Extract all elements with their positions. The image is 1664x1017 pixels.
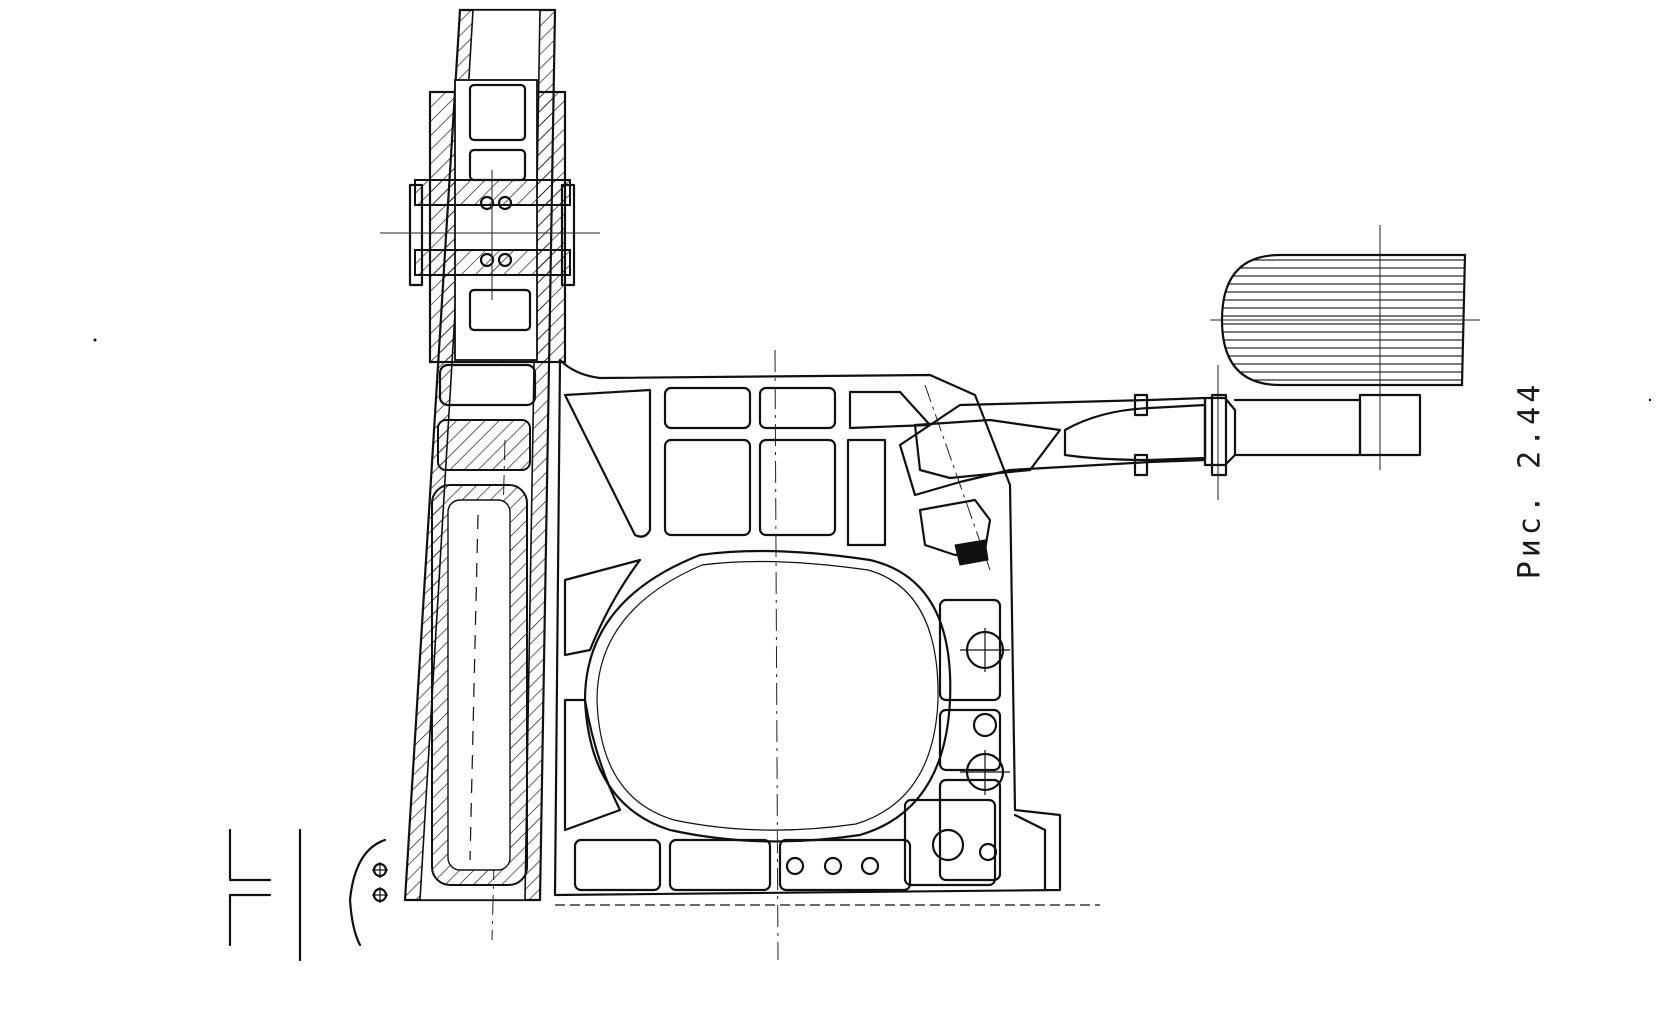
lever-linkage bbox=[898, 365, 1237, 571]
section-mark bbox=[228, 828, 302, 962]
figure-caption: Рис. 2.44 bbox=[1512, 380, 1548, 580]
speck bbox=[1648, 398, 1652, 402]
pedal bbox=[1210, 225, 1480, 470]
frame-body bbox=[553, 358, 1100, 906]
frame-windows bbox=[563, 386, 1010, 892]
bottom-boss bbox=[348, 838, 388, 947]
upper-bushing bbox=[380, 79, 600, 364]
large-opening bbox=[583, 349, 952, 961]
column-cells bbox=[431, 363, 537, 886]
speck bbox=[93, 338, 97, 342]
